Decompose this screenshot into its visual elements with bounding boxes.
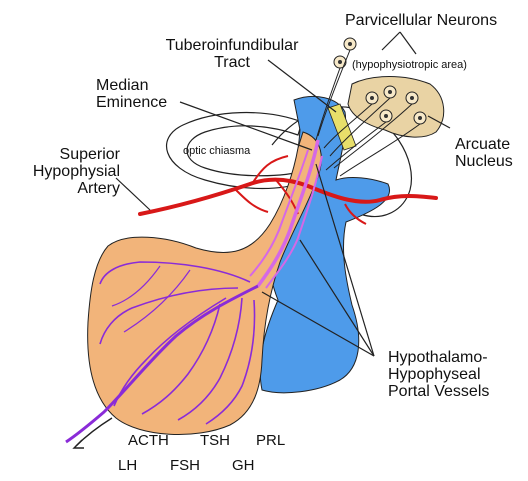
portal-trunk (65, 284, 259, 444)
label-arcuate-nucleus-line2: Nucleus (455, 152, 513, 170)
leader-portal-vessels (315, 163, 375, 357)
artery-branch (251, 155, 289, 185)
artery-branch (344, 203, 367, 225)
label-portal-vessels-line2: Hypophyseal (388, 365, 481, 383)
hormone-fsh: FSH (170, 457, 200, 474)
label-superior-hypophysial-artery: Superior Hypophysial Artery (20, 146, 120, 197)
hormone-acth: ACTH (128, 432, 169, 449)
portal-branch (177, 297, 243, 421)
portal-branch (113, 297, 227, 407)
output-arrow-head (72, 439, 84, 449)
label-median-eminence-line2: Eminence (96, 93, 168, 111)
portal-branch (123, 269, 191, 333)
axon (339, 123, 421, 177)
label-portal-vessels: Hypothalamo- Hypophyseal Portal Vessels (388, 349, 490, 400)
tuberoinfundibular-tract-band (327, 103, 357, 151)
hormone-gh: GH (232, 457, 255, 474)
label-arcuate-nucleus-line1: Arcuate (455, 136, 511, 153)
label-superior-hypophysial-line1: Superior (59, 146, 120, 163)
label-portal-vessels-line1: Hypothalamo- (388, 349, 488, 366)
leader-superior-hypophysial (115, 177, 151, 211)
leader-parvicellular (381, 31, 401, 51)
leader-portal-vessels (299, 239, 375, 357)
neuron-cell (343, 37, 357, 51)
axon (329, 97, 391, 157)
axon (323, 103, 373, 149)
label-superior-hypophysial-line3: Artery (77, 179, 120, 197)
label-optic-chiasma: optic chiasma (183, 145, 251, 157)
portal-vessel (249, 149, 309, 277)
portal-branch (205, 299, 256, 425)
leader-parvicellular (399, 31, 417, 55)
neuron-cell (365, 91, 379, 105)
label-tuberoinfundibular-line1: Tuberoinfundibular (165, 37, 299, 54)
neuron-cell (379, 109, 393, 123)
leader-tuberoinfundibular (267, 59, 337, 113)
label-median-eminence-line1: Median (96, 77, 149, 94)
leader-arcuate (427, 115, 451, 129)
superior-hypophysial-artery (138, 177, 438, 216)
neuron-cell (405, 91, 419, 105)
axon (333, 103, 413, 169)
neuron-cell (413, 111, 427, 125)
axon (317, 49, 351, 137)
artery-branch (235, 189, 269, 213)
portal-branch (99, 261, 251, 285)
hormone-tsh: TSH (200, 432, 230, 449)
portal-branch (141, 303, 221, 415)
label-hypophysiotropic-area: (hypophysiotropic area) (352, 59, 467, 71)
leader-median-eminence (179, 101, 313, 151)
label-median-eminence: Median Eminence (96, 77, 168, 112)
portal-vessel (256, 139, 320, 288)
label-parvicellular-neurons: Parvicellular Neurons (345, 12, 498, 29)
neuron-cell (383, 85, 397, 99)
axon (315, 67, 341, 141)
label-tuberoinfundibular-line2: Tract (214, 53, 250, 71)
portal-branch (99, 287, 239, 345)
neuron-cell (333, 55, 347, 69)
portal-vessel (265, 155, 323, 289)
arcuate-nucleus-region (347, 76, 445, 138)
portal-branch (111, 265, 161, 307)
axon (325, 121, 387, 171)
hormone-prl: PRL (256, 432, 286, 449)
leader-portal-vessels (261, 291, 375, 357)
label-portal-vessels-line3: Portal Vessels (388, 382, 490, 400)
label-tuberoinfundibular-tract: Tuberoinfundibular Tract (157, 37, 307, 72)
hormone-lh: LH (118, 457, 138, 474)
label-superior-hypophysial-line2: Hypophysial (32, 162, 120, 180)
label-arcuate-nucleus: Arcuate Nucleus (455, 136, 513, 171)
